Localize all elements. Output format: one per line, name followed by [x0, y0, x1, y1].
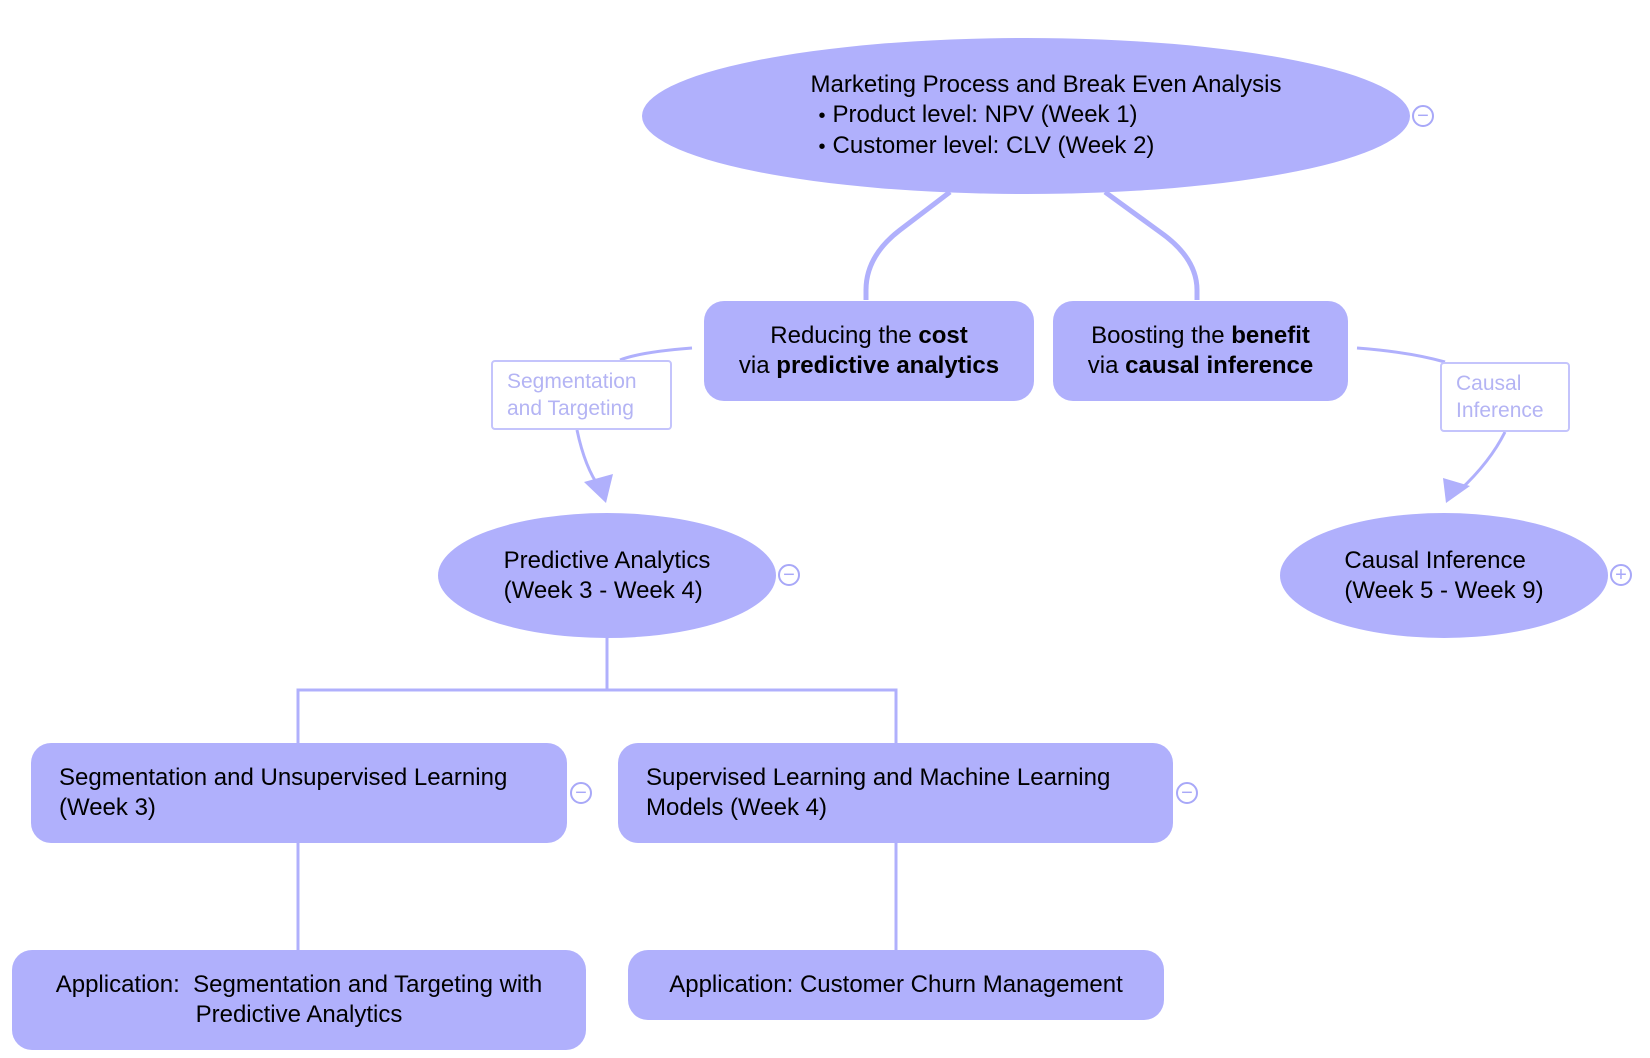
app-seg-line1: Application: Segmentation and Targeting … — [55, 971, 543, 998]
branch-cost-line2: via predictive analytics — [738, 352, 1000, 379]
root-bullet-list: Product level: NPV (Week 1) Customer lev… — [811, 100, 1282, 162]
label-causal-inference[interactable]: Causal Inference — [1440, 362, 1570, 432]
supervised-line1: Supervised Learning and Machine Learning — [646, 764, 1111, 791]
causal-weeks: (Week 5 - Week 9) — [1344, 576, 1544, 604]
application-churn-node[interactable]: Application: Customer Churn Management — [628, 950, 1164, 1020]
root-bullet: Customer level: CLV (Week 2) — [811, 131, 1282, 162]
segmentation-unsupervised-node[interactable]: Segmentation and Unsupervised Learning (… — [31, 743, 567, 843]
label-line: and Targeting — [507, 397, 634, 420]
predictive-analytics-node[interactable]: Predictive Analytics (Week 3 - Week 4) — [438, 513, 776, 638]
application-segmentation-node[interactable]: Application: Segmentation and Targeting … — [12, 950, 586, 1050]
root-bullet: Product level: NPV (Week 1) — [811, 100, 1282, 131]
app-churn-line1: Application: Customer Churn Management — [669, 971, 1123, 998]
root-title: Marketing Process and Break Even Analysi… — [810, 71, 1282, 98]
label-segmentation-and-targeting[interactable]: Segmentation and Targeting — [491, 360, 672, 430]
branch-cost-line1: Reducing the cost — [770, 322, 968, 349]
app-seg-line2: Predictive Analytics — [195, 1001, 403, 1028]
expand-icon[interactable]: + — [1610, 564, 1632, 586]
connector-causallabel-causal — [1458, 431, 1507, 492]
label-line: Segmentation — [507, 370, 637, 393]
supervised-learning-node[interactable]: Supervised Learning and Machine Learning… — [618, 743, 1173, 843]
connector-benefit-causal — [1356, 346, 1446, 364]
branch-benefit-line1: Boosting the benefit — [1091, 322, 1310, 349]
label-line: Causal — [1456, 372, 1522, 395]
segmentation-line1: Segmentation and Unsupervised Learning — [59, 764, 508, 791]
root-node[interactable]: Marketing Process and Break Even Analysi… — [642, 38, 1410, 194]
collapse-icon[interactable]: − — [570, 782, 592, 804]
arrowhead-causal — [1443, 478, 1470, 503]
predictive-weeks: (Week 3 - Week 4) — [503, 576, 703, 604]
arrowhead-predictive — [584, 474, 613, 503]
branch-benefit-line2: via causal inference — [1087, 352, 1314, 379]
causal-inference-node[interactable]: Causal Inference (Week 5 - Week 9) — [1280, 513, 1608, 638]
branch-boosting-benefit[interactable]: Boosting the benefit via causal inferenc… — [1053, 301, 1348, 401]
predictive-title: Predictive Analytics — [503, 546, 711, 574]
collapse-icon[interactable]: − — [778, 564, 800, 586]
causal-title: Causal Inference — [1344, 546, 1526, 574]
collapse-icon[interactable]: − — [1412, 105, 1434, 127]
connector-cost-predictive — [619, 346, 693, 362]
connector-predictive-children — [296, 638, 898, 743]
label-line: Inference — [1456, 399, 1544, 422]
connector-root-cost — [863, 190, 952, 300]
supervised-line2: Models (Week 4) — [646, 794, 827, 821]
segmentation-line2: (Week 3) — [59, 794, 156, 821]
collapse-icon[interactable]: − — [1176, 782, 1198, 804]
branch-reducing-cost[interactable]: Reducing the cost via predictive analyti… — [704, 301, 1034, 401]
connector-root-benefit — [1103, 189, 1200, 300]
